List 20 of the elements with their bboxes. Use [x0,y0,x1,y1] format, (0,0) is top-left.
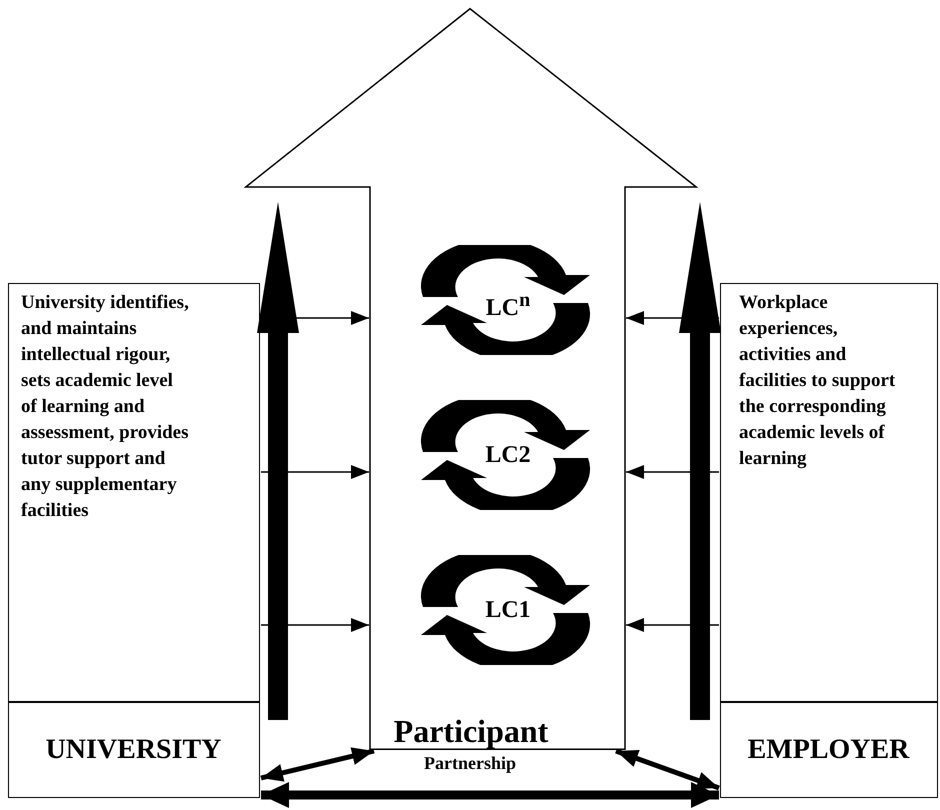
arrow [626,465,719,479]
double-headed-arrow [260,747,375,782]
text-box [8,702,260,798]
text-box [8,283,260,702]
description-text: University identifies, and maintains intellectual rigour, sets academic level of learning and assessment, provides tutor support and any supplementary facilities [21,291,189,523]
cycle-label: LC2 [484,442,532,468]
double-headed-arrow [261,782,719,808]
organisation-label: UNIVERSITY [44,733,222,767]
participant-label: Participant [392,714,550,748]
arrow [261,618,369,632]
arrow [626,311,719,325]
text-box [720,283,938,702]
double-headed-arrow [615,748,720,790]
description-text: Workplace experiences, activities and facilities to support the corresponding academic levels of learning [739,291,896,471]
cycle-label: LC1 [484,597,532,623]
cycle-label: LC$^{n}$ [484,288,532,321]
arrow [261,465,369,479]
arrow [626,618,719,632]
organisation-label: EMPLOYER [746,733,911,767]
text-box [720,702,938,798]
